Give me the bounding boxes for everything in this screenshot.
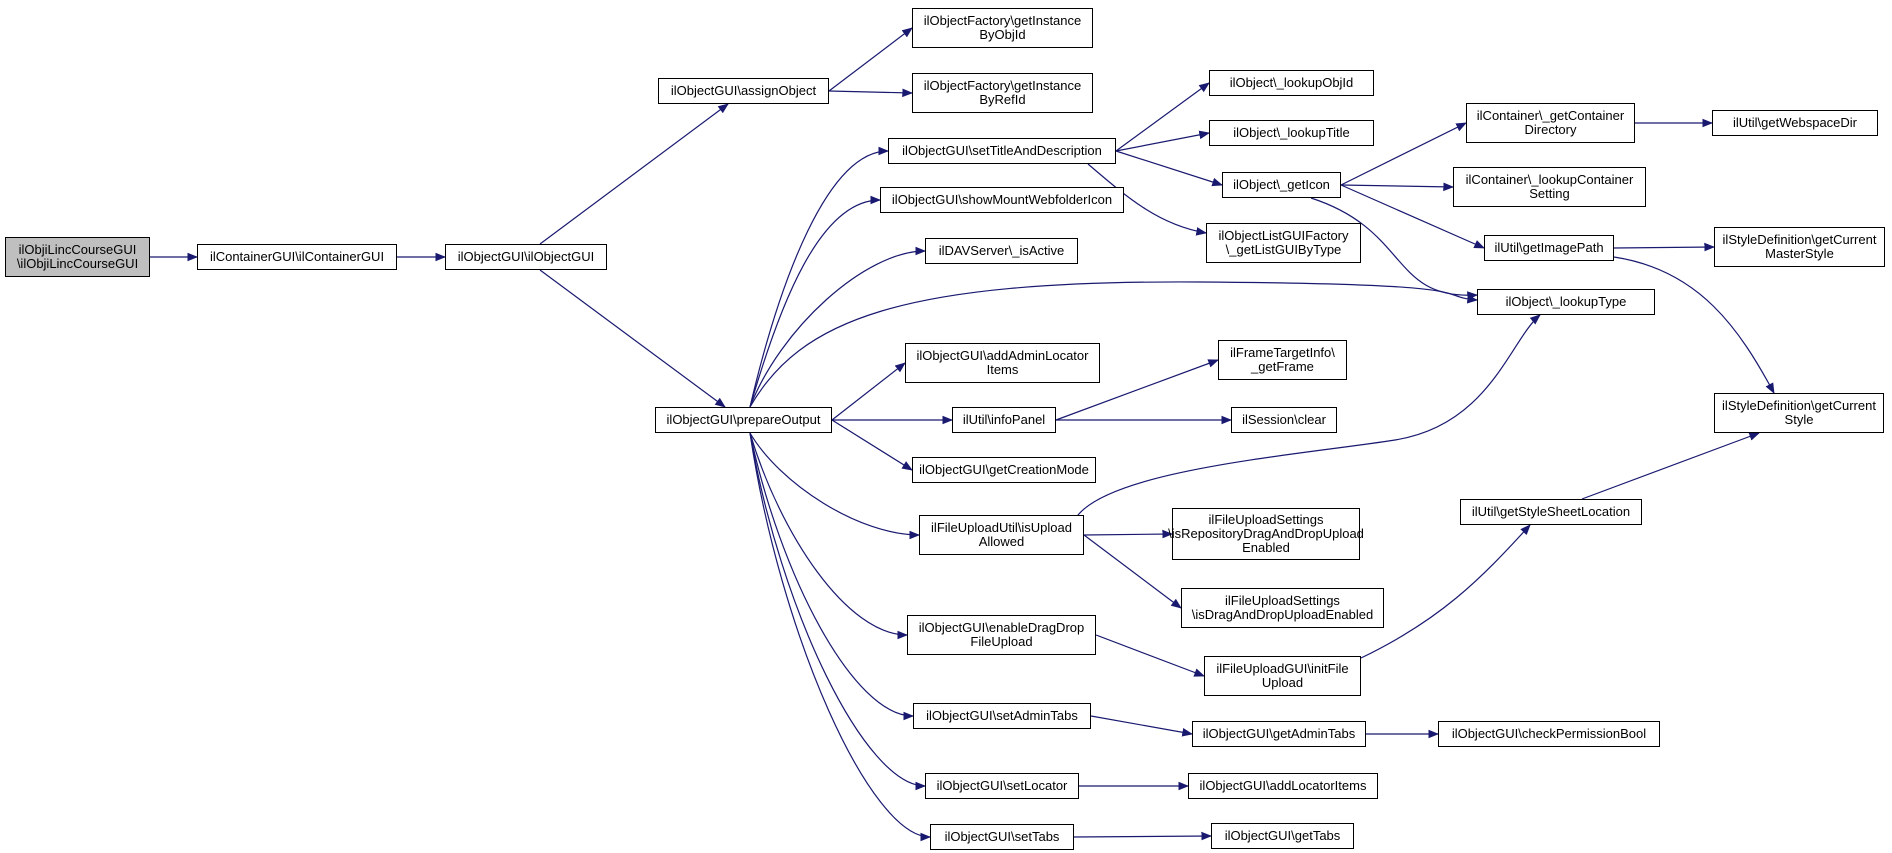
graph-node[interactable]: ilObjectListGUIFactory \_getListGUIByTyp… bbox=[1206, 223, 1361, 263]
graph-node[interactable]: ilContainer\_getContainer Directory bbox=[1466, 103, 1635, 143]
call-edge bbox=[1073, 314, 1541, 522]
graph-node[interactable]: ilObjectGUI\setTitleAndDescription bbox=[888, 138, 1116, 164]
call-edge bbox=[749, 195, 882, 408]
call-edge bbox=[749, 432, 927, 791]
call-edge bbox=[749, 246, 927, 408]
call-edge bbox=[1360, 524, 1531, 659]
graph-node[interactable]: ilObjectGUI\getTabs bbox=[1211, 823, 1354, 849]
graph-node[interactable]: ilObjectFactory\getInstance ByRefId bbox=[912, 73, 1093, 113]
call-edge bbox=[1087, 163, 1208, 236]
graph-node[interactable]: ilFileUploadSettings \isDragAndDropUploa… bbox=[1181, 588, 1384, 628]
call-edge bbox=[749, 432, 909, 640]
graph-node[interactable]: ilObjectFactory\getInstance ByObjId bbox=[912, 8, 1093, 48]
graph-node[interactable]: ilObjectGUI\getAdminTabs bbox=[1192, 721, 1366, 747]
call-edge bbox=[749, 432, 915, 721]
graph-node[interactable]: ilObject\_lookupType bbox=[1477, 289, 1655, 315]
graph-node[interactable]: ilUtil\getWebspaceDir bbox=[1712, 110, 1878, 136]
call-edge bbox=[1115, 150, 1224, 187]
call-edge bbox=[1090, 715, 1194, 737]
call-edge bbox=[1115, 130, 1211, 152]
graph-node[interactable]: ilObjectGUI\enableDragDrop FileUpload bbox=[907, 615, 1096, 655]
call-edge bbox=[1340, 182, 1455, 192]
call-edge bbox=[828, 27, 913, 92]
graph-node[interactable]: ilObjectGUI\addAdminLocator Items bbox=[905, 343, 1100, 383]
graph-node[interactable]: ilUtil\getImagePath bbox=[1484, 235, 1614, 261]
graph-node[interactable]: ilObjectGUI\addLocatorItems bbox=[1188, 773, 1378, 799]
graph-node[interactable]: ilFrameTargetInfo\ _getFrame bbox=[1218, 340, 1347, 380]
graph-node[interactable]: ilObject\_lookupObjId bbox=[1209, 70, 1374, 96]
graph-node[interactable]: ilContainer\_lookupContainer Setting bbox=[1453, 167, 1646, 207]
graph-node[interactable]: ilObjectGUI\setLocator bbox=[925, 773, 1079, 799]
graph-node[interactable]: ilFileUploadUtil\isUpload Allowed bbox=[919, 515, 1084, 555]
call-edge bbox=[1613, 242, 1716, 252]
call-edge bbox=[828, 88, 914, 98]
graph-node[interactable]: ilObjectGUI\prepareOutput bbox=[655, 407, 832, 433]
graph-node[interactable]: ilFileUploadSettings \isRepositoryDragAn… bbox=[1168, 508, 1364, 560]
call-edge bbox=[539, 103, 729, 245]
graph-node[interactable]: ilObject\_getIcon bbox=[1222, 172, 1341, 198]
call-edge bbox=[749, 432, 932, 842]
call-edge bbox=[749, 146, 890, 408]
call-edge bbox=[831, 419, 913, 471]
graph-node[interactable]: ilFileUploadGUI\initFile Upload bbox=[1204, 656, 1361, 696]
call-edge bbox=[1310, 197, 1479, 300]
call-edge bbox=[749, 281, 1479, 408]
graph-node[interactable]: ilUtil\getStyleSheetLocation bbox=[1460, 499, 1642, 525]
graph-node[interactable]: ilSession\clear bbox=[1231, 407, 1337, 433]
call-edge bbox=[1340, 184, 1485, 249]
call-edge bbox=[749, 432, 921, 540]
graph-node[interactable]: ilObjectGUI\setAdminTabs bbox=[913, 703, 1091, 729]
call-edge bbox=[1581, 432, 1761, 500]
call-edge bbox=[539, 269, 726, 408]
graph-node[interactable]: ilObject\_lookupTitle bbox=[1209, 120, 1374, 146]
graph-node[interactable]: ilObjectGUI\checkPermissionBool bbox=[1438, 721, 1660, 747]
call-edge bbox=[1055, 359, 1220, 421]
graph-node[interactable]: ilObjiLincCourseGUI \ilObjiLincCourseGUI bbox=[5, 237, 150, 277]
call-edge bbox=[1613, 256, 1775, 394]
call-edge bbox=[1115, 82, 1210, 152]
graph-node[interactable]: ilObjectGUI\ilObjectGUI bbox=[445, 244, 607, 270]
call-edge bbox=[1095, 634, 1206, 677]
call-edge bbox=[1073, 831, 1213, 841]
graph-node[interactable]: ilObjectGUI\showMountWebfolderIcon bbox=[880, 187, 1124, 213]
call-edge bbox=[1083, 529, 1174, 539]
graph-node[interactable]: ilObjectGUI\setTabs bbox=[930, 824, 1074, 850]
graph-node[interactable]: ilUtil\infoPanel bbox=[952, 407, 1056, 433]
call-edge bbox=[1083, 534, 1182, 609]
graph-node[interactable]: ilStyleDefinition\getCurrent Style bbox=[1714, 393, 1884, 433]
graph-node[interactable]: ilDAVServer\_isActive bbox=[925, 238, 1078, 264]
graph-node[interactable]: ilStyleDefinition\getCurrent MasterStyle bbox=[1714, 227, 1885, 267]
graph-node[interactable]: ilContainerGUI\ilContainerGUI bbox=[197, 244, 397, 270]
graph-node[interactable]: ilObjectGUI\getCreationMode bbox=[912, 457, 1096, 483]
call-edge bbox=[1340, 122, 1467, 186]
call-edge bbox=[831, 362, 906, 421]
graph-node[interactable]: ilObjectGUI\assignObject bbox=[658, 78, 829, 104]
